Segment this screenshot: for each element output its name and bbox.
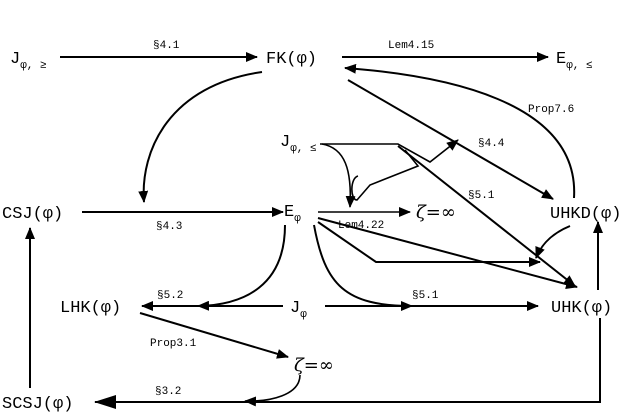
node-zeta-infinity-bottom: ζ=∞ — [294, 355, 334, 376]
edge-uhkd-to-fk — [344, 63, 576, 199]
edge-label-lem4-22: Lem4.22 — [338, 220, 384, 232]
node-zeta-infinity-top: ζ=∞ — [416, 202, 456, 223]
node-j-phi-ge: Jφ, ≥ — [10, 50, 47, 72]
node-e-phi-le: Eφ, ≤ — [556, 50, 593, 72]
edge-jle-zigzag — [320, 139, 459, 163]
edge-label-lem4-15: Lem4.15 — [388, 40, 434, 52]
node-fk: FK(φ) — [266, 50, 317, 69]
node-uhk: UHK(φ) — [551, 299, 612, 318]
node-e-phi: Eφ — [284, 203, 301, 225]
edge-ephi-to-lhk — [197, 224, 286, 311]
edge-label-s5-1-diagonal: §5.1 — [468, 190, 495, 202]
edge-label-s4-1: §4.1 — [153, 40, 180, 52]
node-j-phi-le: Jφ, ≤ — [280, 133, 317, 155]
edge-zeta-to-scsj — [244, 374, 301, 407]
edge-lem422-zigzag — [351, 149, 420, 201]
edge-lhk-to-zeta — [139, 312, 289, 359]
edge-label-s4-4: §4.4 — [478, 138, 505, 150]
node-csj: CSJ(φ) — [2, 205, 63, 224]
node-uhkd: UHKD(φ) — [550, 205, 621, 224]
edge-label-s5-1: §5.1 — [412, 290, 439, 302]
edge-label-prop3-1: Prop3.1 — [150, 338, 197, 350]
edge-fk-to-csj — [138, 71, 263, 203]
edge-jle-to-uhk — [397, 145, 576, 287]
edge-label-prop7-6: Prop7.6 — [528, 104, 574, 116]
edge-label-s3-2: §3.2 — [155, 386, 181, 398]
node-j-phi: Jφ — [290, 299, 307, 321]
node-scsj: SCSJ(φ) — [2, 395, 73, 414]
edge-label-s5-2: §5.2 — [157, 290, 183, 302]
edge-ephi-to-jphi-right — [313, 224, 413, 311]
edge-ephi-to-uhk — [317, 217, 578, 289]
edge-uhk-to-scsj — [94, 318, 601, 409]
edge-jle-to-lem422 — [321, 143, 356, 208]
node-lhk: LHK(φ) — [60, 299, 121, 318]
edge-label-s4-3: §4.3 — [156, 221, 182, 233]
edge-uhkd-to-uhk-curve — [535, 225, 571, 259]
